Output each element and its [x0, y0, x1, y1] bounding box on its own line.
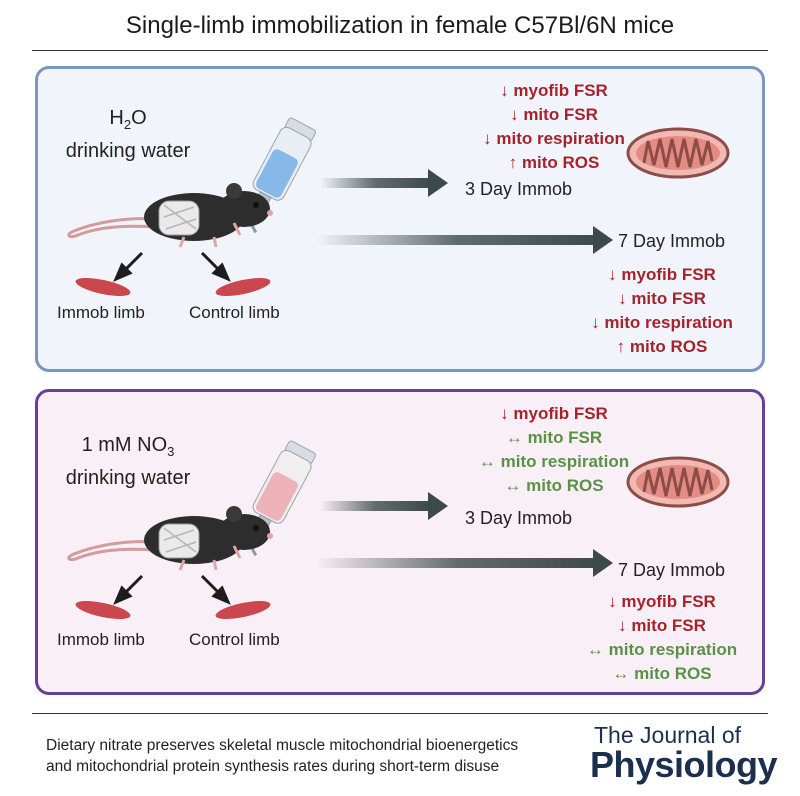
nitrate-panel: 1 mM NO3 drinking water	[35, 389, 765, 695]
arrow-3day	[320, 492, 448, 520]
mouse-icon	[67, 183, 273, 248]
effect-row: ↓ mito respiration	[483, 129, 625, 148]
effect-row: ↓ myofib FSR	[608, 592, 716, 611]
title-divider	[32, 50, 768, 51]
nitrate-water-label: 1 mM NO3 drinking water	[65, 434, 191, 489]
effect-row: ↔ mito respiration	[478, 452, 630, 471]
effect-row: ↔ mito ROS	[612, 664, 712, 683]
journal-logo-line1: The Journal of	[594, 722, 742, 748]
immob-limb-label: Immob limb	[57, 303, 145, 322]
arrow-7day	[316, 226, 613, 254]
effect-row: ↓ mito FSR	[510, 105, 598, 124]
effect-row: ↓ mito FSR	[618, 616, 706, 635]
h2o-illustration	[67, 117, 730, 296]
control-muscle-icon	[215, 278, 271, 296]
day7-effects-h2o: ↓ myofib FSR ↓ mito FSR ↓ mito respirati…	[562, 263, 762, 359]
day7-label-nitrate: 7 Day Immob	[618, 560, 726, 580]
effect-row: ↔ mito respiration	[586, 640, 738, 659]
control-muscle-icon	[215, 601, 271, 619]
day3-effects-h2o: ↓ myofib FSR ↓ mito FSR ↓ mito respirati…	[414, 79, 694, 175]
day7-label-h2o: 7 Day Immob	[618, 231, 726, 251]
control-limb-label: Control limb	[189, 303, 280, 322]
summary-text: Dietary nitrate preserves skeletal muscl…	[46, 737, 519, 775]
control-limb-label: Control limb	[189, 630, 280, 649]
effect-row: ↓ mito FSR	[618, 289, 706, 308]
mouse-icon	[67, 506, 273, 571]
bottle-liquid	[256, 149, 298, 198]
h2o-panel: H2O drinking water	[35, 66, 765, 372]
journal-logo-line2: Physiology	[590, 744, 778, 785]
arrow-to-control-limb	[200, 574, 231, 605]
arrow-3day	[320, 169, 448, 197]
effect-row: ↓ mito respiration	[591, 313, 733, 332]
effect-row: ↔ mito ROS	[504, 476, 604, 495]
arrow-7day	[316, 549, 613, 577]
immob-limb-label: Immob limb	[57, 630, 145, 649]
figure-title: Single-limb immobilization in female C57…	[125, 12, 675, 39]
immob-muscle-icon	[75, 278, 131, 296]
day3-effects-nitrate: ↓ myofib FSR ↔ mito FSR ↔ mito respirati…	[414, 402, 694, 498]
effect-row: ↔ mito FSR	[505, 428, 603, 447]
arrow-to-immob-limb	[113, 251, 144, 282]
effect-row: ↑ mito ROS	[616, 337, 708, 356]
footer-divider	[32, 713, 768, 714]
mitochondrion-icon	[626, 127, 730, 179]
effect-row: ↓ myofib FSR	[500, 404, 608, 423]
day7-effects-nitrate: ↓ myofib FSR ↓ mito FSR ↔ mito respirati…	[562, 590, 762, 686]
arrow-to-control-limb	[200, 251, 231, 282]
immob-muscle-icon	[75, 601, 131, 619]
h2o-water-label: H2O drinking water	[65, 107, 191, 162]
arrow-to-immob-limb	[113, 574, 144, 605]
effect-row: ↑ mito ROS	[508, 153, 600, 172]
nitrate-illustration	[67, 440, 730, 619]
effect-row: ↓ myofib FSR	[500, 81, 608, 100]
day3-label-h2o: 3 Day Immob	[465, 179, 573, 199]
day3-label-nitrate: 3 Day Immob	[465, 508, 573, 528]
mitochondrion-icon	[626, 456, 730, 508]
bottle-liquid	[256, 472, 298, 521]
effect-row: ↓ myofib FSR	[608, 265, 716, 284]
